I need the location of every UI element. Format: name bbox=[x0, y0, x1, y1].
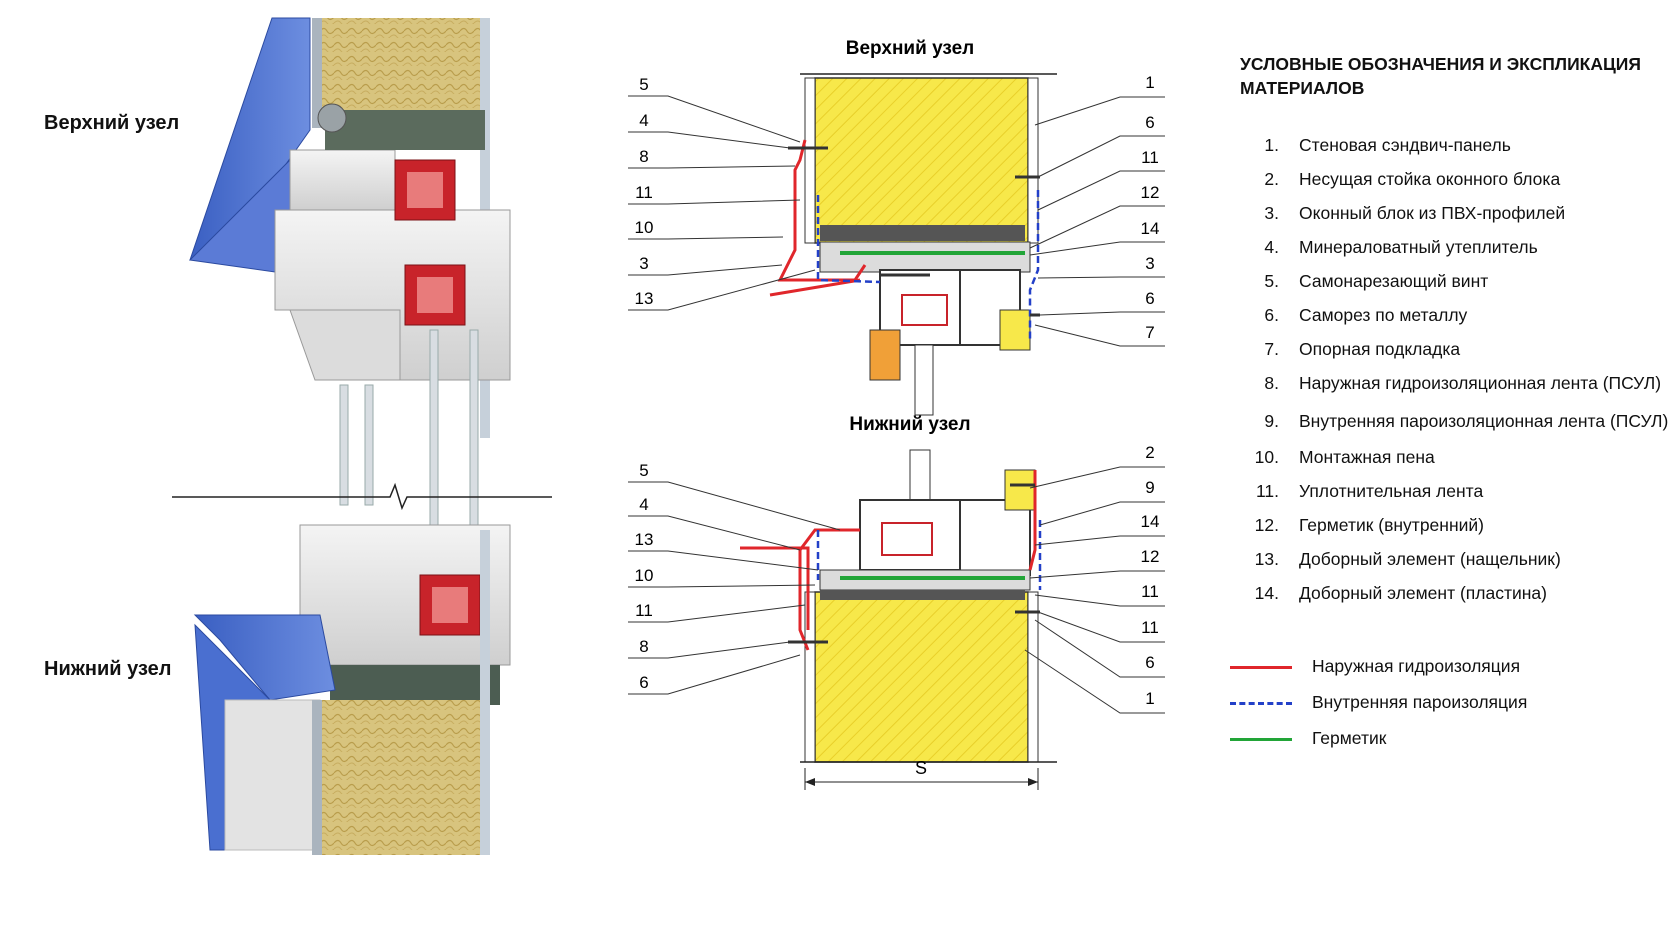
top-callout-left-3: 11 bbox=[635, 183, 653, 202]
bottom-section-title: Нижний узел bbox=[849, 414, 970, 435]
legend-heading: УСЛОВНЫЕ ОБОЗНАЧЕНИЯ И ЭКСПЛИКАЦИЯ МАТЕР… bbox=[1240, 54, 1641, 98]
top-callout-left-2: 8 bbox=[639, 147, 648, 166]
top-callout-right-3: 12 bbox=[1141, 183, 1160, 202]
bottom-callout-left-3: 10 bbox=[635, 566, 654, 585]
bottom-callout-left-6: 6 bbox=[639, 673, 648, 692]
bottom-callout-left-2: 13 bbox=[635, 530, 654, 549]
legend-item: 12.Герметик (внутренний) bbox=[1254, 515, 1484, 535]
legend-line-swatch-blue-dashed bbox=[1230, 702, 1292, 705]
legend-item: 8.Наружная гидроизоляционная лента (ПСУЛ… bbox=[1264, 373, 1662, 393]
legend-item: 13.Доборный элемент (нащельник) bbox=[1254, 549, 1561, 569]
bottom-callout-left-5: 8 bbox=[639, 637, 648, 656]
legend-item: 1.Стеновая сэндвич-панель bbox=[1264, 135, 1511, 155]
top-callout-left-6: 13 bbox=[635, 289, 654, 308]
legend-item: 14.Доборный элемент (пластина) bbox=[1254, 583, 1547, 603]
legend-item: 3.Оконный блок из ПВХ-профилей bbox=[1264, 203, 1566, 223]
top-callout-right-1: 6 bbox=[1145, 113, 1154, 132]
top-callout-left-1: 4 bbox=[639, 111, 648, 130]
legend-item: 7.Опорная подкладка bbox=[1264, 339, 1461, 359]
top-section-title: Верхний узел bbox=[846, 38, 974, 59]
bottom-callout-right-6: 6 bbox=[1145, 653, 1154, 672]
window-render-illustration bbox=[172, 17, 552, 855]
bottom-callout-right-3: 12 bbox=[1141, 547, 1160, 566]
top-callout-left-5: 3 bbox=[639, 254, 648, 273]
bottom-callout-left-1: 4 bbox=[639, 495, 648, 514]
section-drawings: Верхний узел 5 4 8 11 10 3 13 bbox=[628, 38, 1165, 790]
legend-line-swatch-green bbox=[1230, 738, 1292, 741]
dimension-label: S bbox=[915, 758, 927, 778]
legend-item: 9.Внутренняя пароизоляционная лента (ПСУ… bbox=[1264, 411, 1669, 431]
legend-item: 2.Несущая стойка оконного блока bbox=[1264, 169, 1561, 189]
top-callout-left-0: 5 bbox=[639, 75, 648, 94]
legend-item: 5.Самонарезающий винт bbox=[1264, 271, 1489, 291]
top-callout-right-5: 3 bbox=[1145, 254, 1154, 273]
top-callout-left-4: 10 bbox=[635, 218, 654, 237]
top-callout-right-6: 6 bbox=[1145, 289, 1154, 308]
bottom-callout-right-5: 11 bbox=[1141, 618, 1159, 637]
top-callout-right-7: 7 bbox=[1145, 323, 1154, 342]
top-callout-right-0: 1 bbox=[1145, 73, 1154, 92]
top-callout-right-2: 11 bbox=[1141, 148, 1159, 167]
bottom-callout-right-1: 9 bbox=[1145, 478, 1154, 497]
legend-line-swatch-red bbox=[1230, 666, 1292, 669]
bottom-callout-left-4: 11 bbox=[635, 601, 653, 620]
render-label-top: Верхний узел bbox=[44, 112, 180, 134]
bottom-callout-right-0: 2 bbox=[1145, 443, 1154, 462]
legend-item: 4.Минераловатный утеплитель bbox=[1264, 237, 1538, 257]
legend-item: 10.Монтажная пена bbox=[1254, 447, 1435, 467]
legend-item: 6.Саморез по металлу bbox=[1264, 305, 1468, 325]
top-callout-right-4: 14 bbox=[1141, 219, 1160, 238]
bottom-callout-left-0: 5 bbox=[639, 461, 648, 480]
bottom-callout-right-4: 11 bbox=[1141, 582, 1159, 601]
bottom-callout-right-2: 14 bbox=[1141, 512, 1160, 531]
render-label-bottom: Нижний узел bbox=[44, 658, 172, 680]
legend-item: 11.Уплотнительная лента bbox=[1255, 481, 1484, 501]
bottom-callout-right-7: 1 bbox=[1145, 689, 1154, 708]
